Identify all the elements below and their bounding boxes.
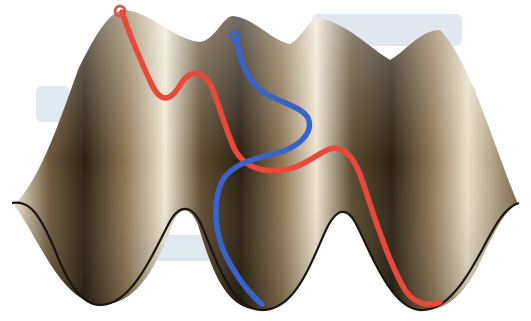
surface-depth-shading xyxy=(14,10,518,310)
